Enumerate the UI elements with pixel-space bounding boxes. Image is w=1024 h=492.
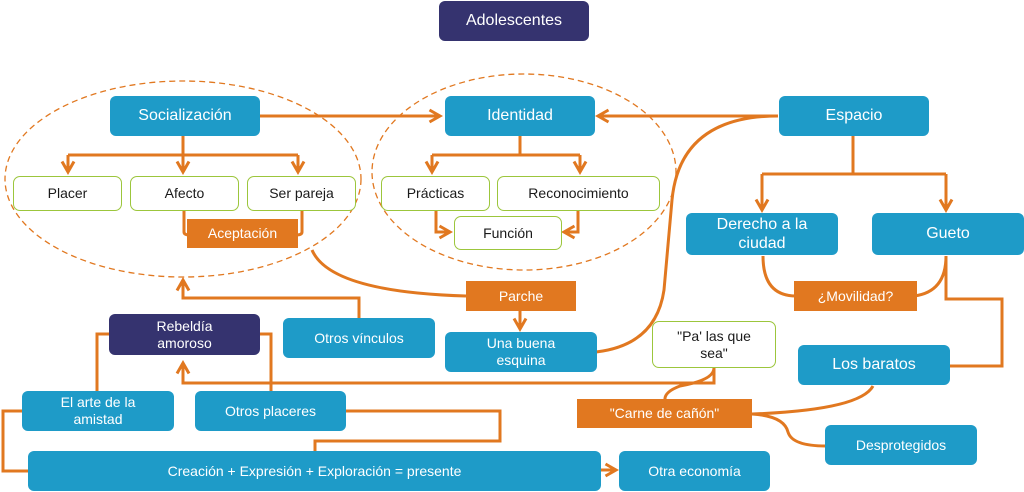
node-ser-pareja: Ser pareja: [247, 176, 356, 211]
connector-espacio-esquina: [595, 114, 779, 354]
connector-espacio-children: [762, 136, 946, 176]
connector-pa-carne: [663, 367, 716, 401]
arrow-otros-vinculos-socializacion: [175, 276, 361, 318]
node-los-baratos: Los baratos: [798, 345, 950, 385]
node-espacio: Espacio: [779, 96, 929, 136]
connector-identidad-children: [432, 136, 580, 157]
connector-derecho-movilidad: [761, 255, 797, 298]
node-placer: Placer: [13, 176, 122, 211]
node-carne-de-canon: "Carne de cañón": [577, 399, 752, 428]
connector-otros-placeres-creacion: [313, 409, 502, 451]
node-socializacion: Socialización: [110, 96, 260, 136]
connector-gueto-movilidad: [913, 255, 948, 298]
connector-rebeldia-arte: [95, 332, 109, 391]
connector-carne-desprotegidos: [751, 412, 827, 448]
connector-gueto-baratos: [944, 256, 1004, 368]
node-otros-vinculos: Otros vínculos: [283, 318, 435, 358]
connector-rebeldia-otros-placeres: [259, 332, 273, 391]
node-una-buena-esquina: Una buena esquina: [445, 332, 597, 372]
node-creacion-expresion-exploracion: Creación + Expresión + Exploración = pre…: [28, 451, 601, 491]
arrow-reconocimiento-funcion: [560, 210, 580, 240]
node-otros-placeres: Otros placeres: [195, 391, 346, 431]
node-arte-de-la-amistad: El arte de la amistad: [22, 391, 174, 431]
node-afecto: Afecto: [130, 176, 239, 211]
node-otra-economia: Otra economía: [619, 451, 770, 491]
node-reconocimiento: Reconocimiento: [497, 176, 660, 211]
node-desprotegidos: Desprotegidos: [825, 425, 977, 465]
node-derecho-ciudad: Derecho a la ciudad: [686, 213, 838, 255]
node-practicas: Prácticas: [381, 176, 490, 211]
node-aceptacion: Aceptación: [187, 219, 298, 248]
node-funcion: Función: [454, 216, 562, 250]
connector-socializacion-children: [68, 136, 298, 157]
node-rebeldia-amoroso: Rebeldía amoroso: [109, 314, 260, 355]
connector-arte-creacion: [1, 409, 28, 473]
node-parche: Parche: [466, 281, 576, 311]
node-identidad: Identidad: [445, 96, 595, 136]
node-movilidad: ¿Movilidad?: [794, 281, 917, 311]
identidad-group-ellipse: [371, 73, 677, 271]
node-gueto: Gueto: [872, 213, 1024, 255]
arrow-pa-las-que-sea-rebeldia: [175, 359, 716, 385]
title-node: Adolescentes: [439, 1, 589, 41]
connector-socializacion-parche: [310, 249, 467, 298]
arrow-practicas-funcion: [434, 210, 454, 240]
connector-carne-baratos: [751, 385, 875, 416]
node-pa-las-que-sea: "Pa' las que sea": [652, 321, 776, 368]
